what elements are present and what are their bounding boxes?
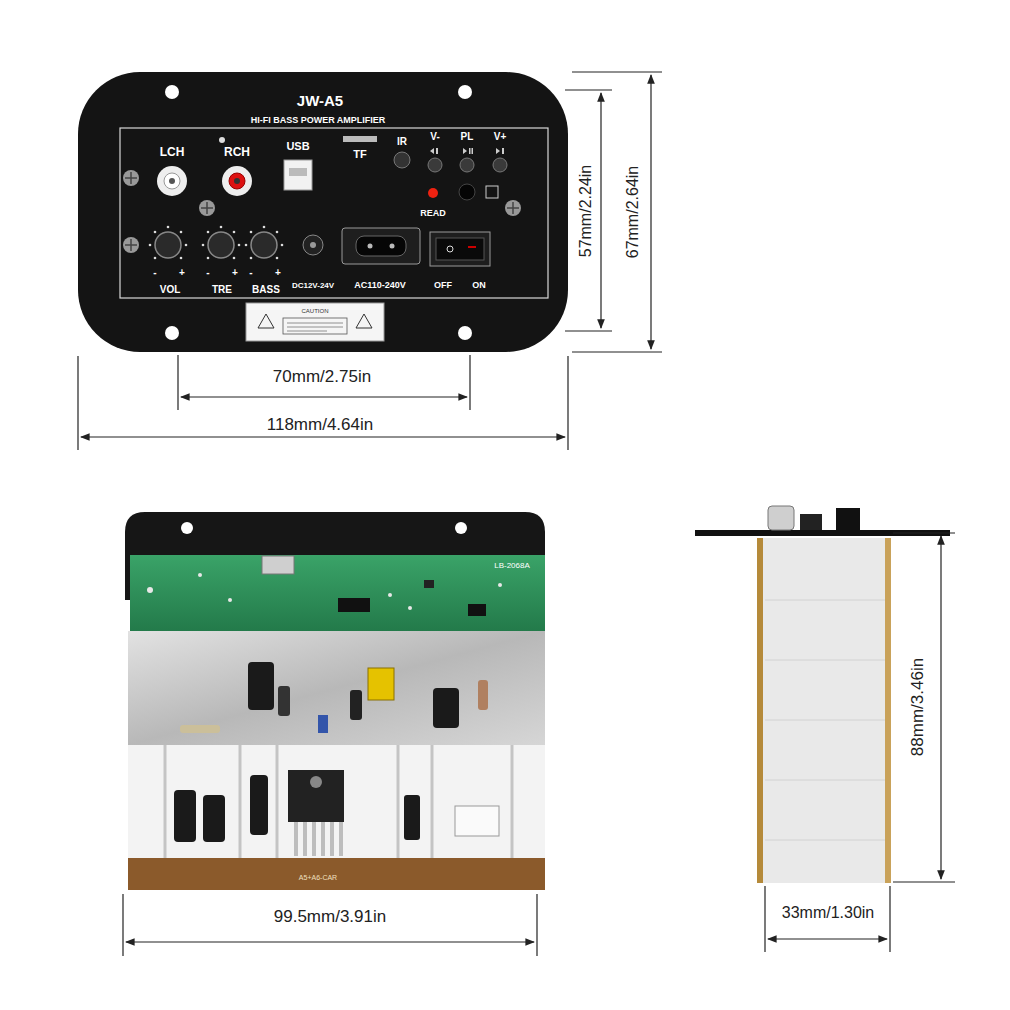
knob-sign: - — [153, 267, 156, 278]
dimension-lines — [78, 72, 662, 450]
panel-title: HI-FI BASS POWER AMPLIFIER — [251, 116, 386, 126]
button-label: PL — [461, 131, 474, 142]
knob-label: BASS — [252, 284, 280, 295]
side-view — [695, 506, 950, 883]
dimension-label: 33mm/1.30in — [782, 904, 875, 922]
dimension-label: 70mm/2.75in — [273, 368, 371, 387]
knob-label: TRE — [212, 284, 232, 295]
port-label: LCH — [160, 146, 185, 159]
switch-label: OFF — [434, 281, 452, 291]
knob-label: VOL — [160, 284, 181, 295]
indicator-label: READ — [420, 209, 446, 219]
knob-sign: - — [206, 267, 209, 278]
port-label: RCH — [224, 146, 250, 159]
power-label: AC110-240V — [354, 281, 406, 291]
board-marking: LB-2068A — [494, 562, 530, 571]
switch-label: ON — [472, 281, 486, 291]
dimension-label: 88mm/3.46in — [909, 658, 928, 756]
board-marking: A5+A6-CAR — [299, 874, 337, 882]
port-label: IR — [397, 136, 407, 147]
dimension-lines — [123, 894, 537, 956]
caution-text: CAUTION — [302, 308, 329, 315]
knob-sign: + — [232, 267, 238, 278]
dimension-label: 118mm/4.64in — [267, 416, 373, 435]
port-label: USB — [286, 140, 309, 152]
module-view — [125, 512, 545, 890]
knob-sign: + — [275, 267, 281, 278]
dimension-label: 57mm/2.24in — [577, 165, 595, 258]
knob-sign: + — [179, 267, 185, 278]
port-label: TF — [353, 148, 366, 160]
dimension-label: 67mm/2.64in — [624, 166, 642, 259]
front-panel — [78, 72, 568, 352]
dimension-label: 99.5mm/3.91in — [274, 908, 386, 927]
power-label: DC12V-24V — [292, 282, 334, 291]
model-name: JW-A5 — [297, 93, 343, 110]
knob-sign: - — [249, 267, 252, 278]
button-label: V- — [430, 131, 439, 142]
dimension-lines — [765, 533, 955, 952]
button-label: V+ — [494, 131, 507, 142]
